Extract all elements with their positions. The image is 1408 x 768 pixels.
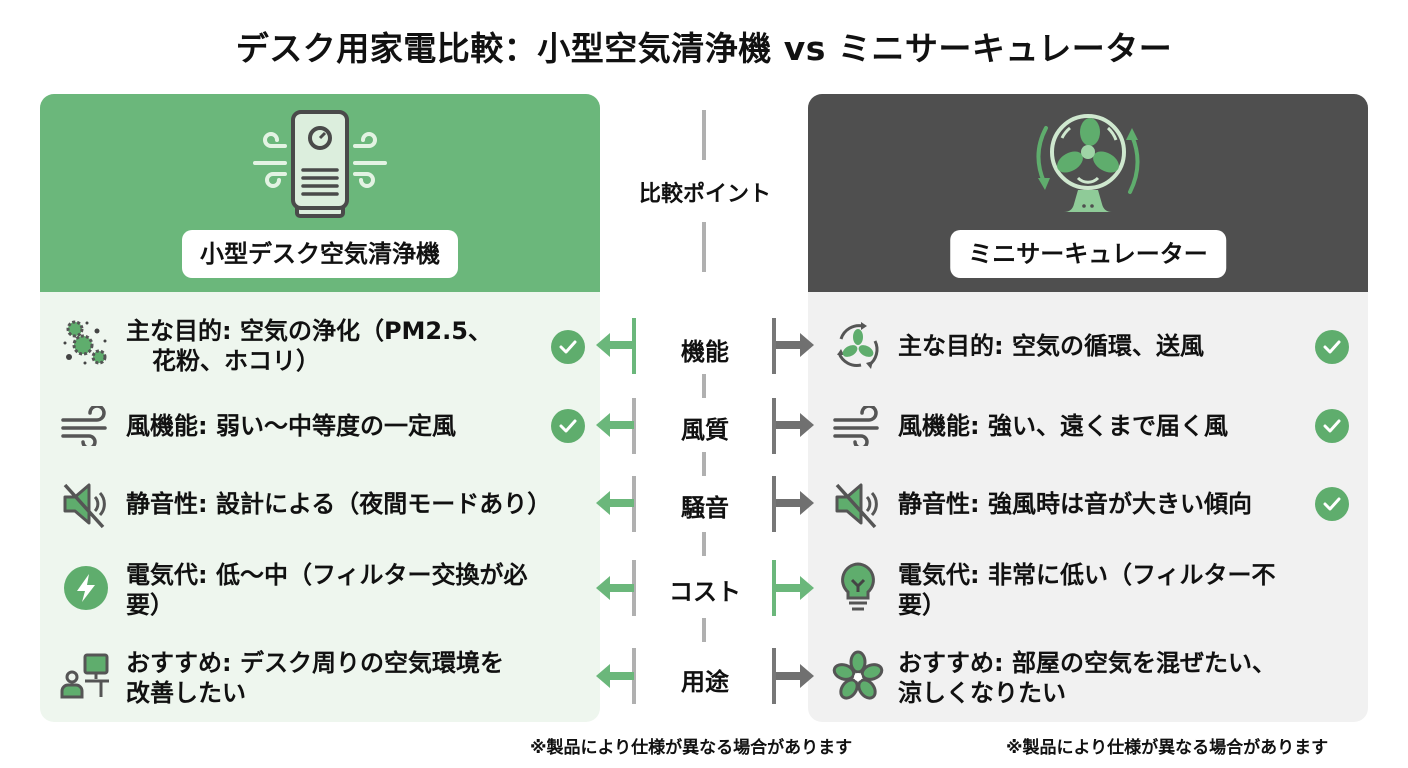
center-divider-top [702,110,706,160]
left-row-text-cont: 要） [126,591,174,619]
desk-user-icon [58,648,114,704]
wind-icon [58,398,114,454]
category-divider [702,532,706,556]
arrow-left-icon [596,576,634,600]
category-divider [702,452,706,476]
arrow-right-icon [776,491,814,515]
arrow-left-icon [596,664,634,688]
category-noise: 騒音 [681,494,729,522]
left-row-text: おすすめ: デスク周りの空気環境を [126,649,504,677]
left-row-text: 電気代: 低〜中（フィルター交換が必 [126,561,528,589]
circulator-header: ミニサーキュレーター [808,94,1368,292]
right-row-wind: 風機能: 強い、遠くまで届く風 [830,398,1228,454]
right-row-text-cont: 涼しくなりたい [898,679,1066,707]
right-row-text-cont: 要） [898,591,946,619]
right-connector-bar [772,560,776,616]
footnote-left: ※製品により仕様が異なる場合があります [530,738,853,758]
check-icon [1315,409,1349,443]
circulator-panel: ミニサーキュレーター [808,94,1368,722]
air-purifier-header: 小型デスク空気清浄機 [40,94,600,292]
arrow-left-icon [596,491,634,515]
wind-icon [830,398,886,454]
right-connector-bar [772,318,776,374]
category-cost: コスト [669,578,741,606]
left-row-recommend: おすすめ: デスク周りの空気環境を 改善したい [58,648,504,708]
category-function: 機能 [681,338,729,366]
right-connector-bar [772,476,776,532]
air-purifier-label: 小型デスク空気清浄機 [182,230,458,278]
arrow-left-icon [596,413,634,437]
category-wind-quality: 風質 [681,416,729,444]
right-row-text: 静音性: 強風時は音が大きい傾向 [898,490,1252,518]
right-connector-bar [772,648,776,704]
comparison-point-title: 比較ポイント [638,182,771,207]
left-row-text: 静音性: 設計による（夜間モードあり） [126,490,552,518]
arrow-left-icon [596,333,634,357]
right-connector-bar [772,398,776,454]
right-row-noise: 静音性: 強風時は音が大きい傾向 [830,476,1252,532]
lightbulb-icon [830,560,886,616]
right-row-text: 電気代: 非常に低い（フィルター不 [898,561,1276,589]
lightning-icon [58,560,114,616]
right-row-recommend: おすすめ: 部屋の空気を混ぜたい、 涼しくなりたい [830,648,1276,708]
arrow-right-icon [776,576,814,600]
air-purifier-icon [253,110,387,218]
arrow-right-icon [776,413,814,437]
right-row-purpose: 主な目的: 空気の循環、送風 [830,318,1204,374]
check-icon [551,409,585,443]
right-row-text: 主な目的: 空気の循環、送風 [898,332,1204,360]
dust-particles-icon [58,316,114,372]
mute-speaker-icon [830,476,886,532]
circulator-label: ミニサーキュレーター [950,230,1226,278]
left-row-text: 主な目的: 空気の浄化（PM2.5、 [126,317,492,345]
category-divider [702,618,706,642]
arrow-right-icon [776,664,814,688]
right-row-text: おすすめ: 部屋の空気を混ぜたい、 [898,649,1276,677]
right-row-cost: 電気代: 非常に低い（フィルター不 要） [830,560,1275,620]
left-row-noise: 静音性: 設計による（夜間モードあり） [58,476,551,532]
check-icon [1315,330,1349,364]
oscillating-fan-icon [1036,114,1140,212]
left-row-text-cont: 改善したい [126,679,246,707]
left-row-text: 風機能: 弱い〜中等度の一定風 [126,412,456,440]
center-divider-mid [702,222,706,272]
check-icon [1315,487,1349,521]
flower-fan-icon [830,648,886,704]
circulation-fan-icon [830,318,886,374]
arrow-right-icon [776,333,814,357]
check-icon [551,330,585,364]
left-row-text-cont: 花粉、ホコリ） [152,347,320,375]
footnote-right: ※製品により仕様が異なる場合があります [1006,738,1329,758]
mute-speaker-icon [58,476,114,532]
left-row-purpose: 主な目的: 空気の浄化（PM2.5、 花粉、ホコリ） [58,316,492,376]
left-row-cost: 電気代: 低〜中（フィルター交換が必 要） [58,560,527,620]
category-usage: 用途 [681,668,729,696]
category-divider [702,374,706,398]
page-title: デスク用家電比較：小型空気清浄機 vs ミニサーキュレーター [235,29,1173,68]
right-row-text: 風機能: 強い、遠くまで届く風 [898,412,1228,440]
left-row-wind: 風機能: 弱い〜中等度の一定風 [58,398,456,454]
air-purifier-panel: 小型デスク空気清浄機 [40,94,600,722]
